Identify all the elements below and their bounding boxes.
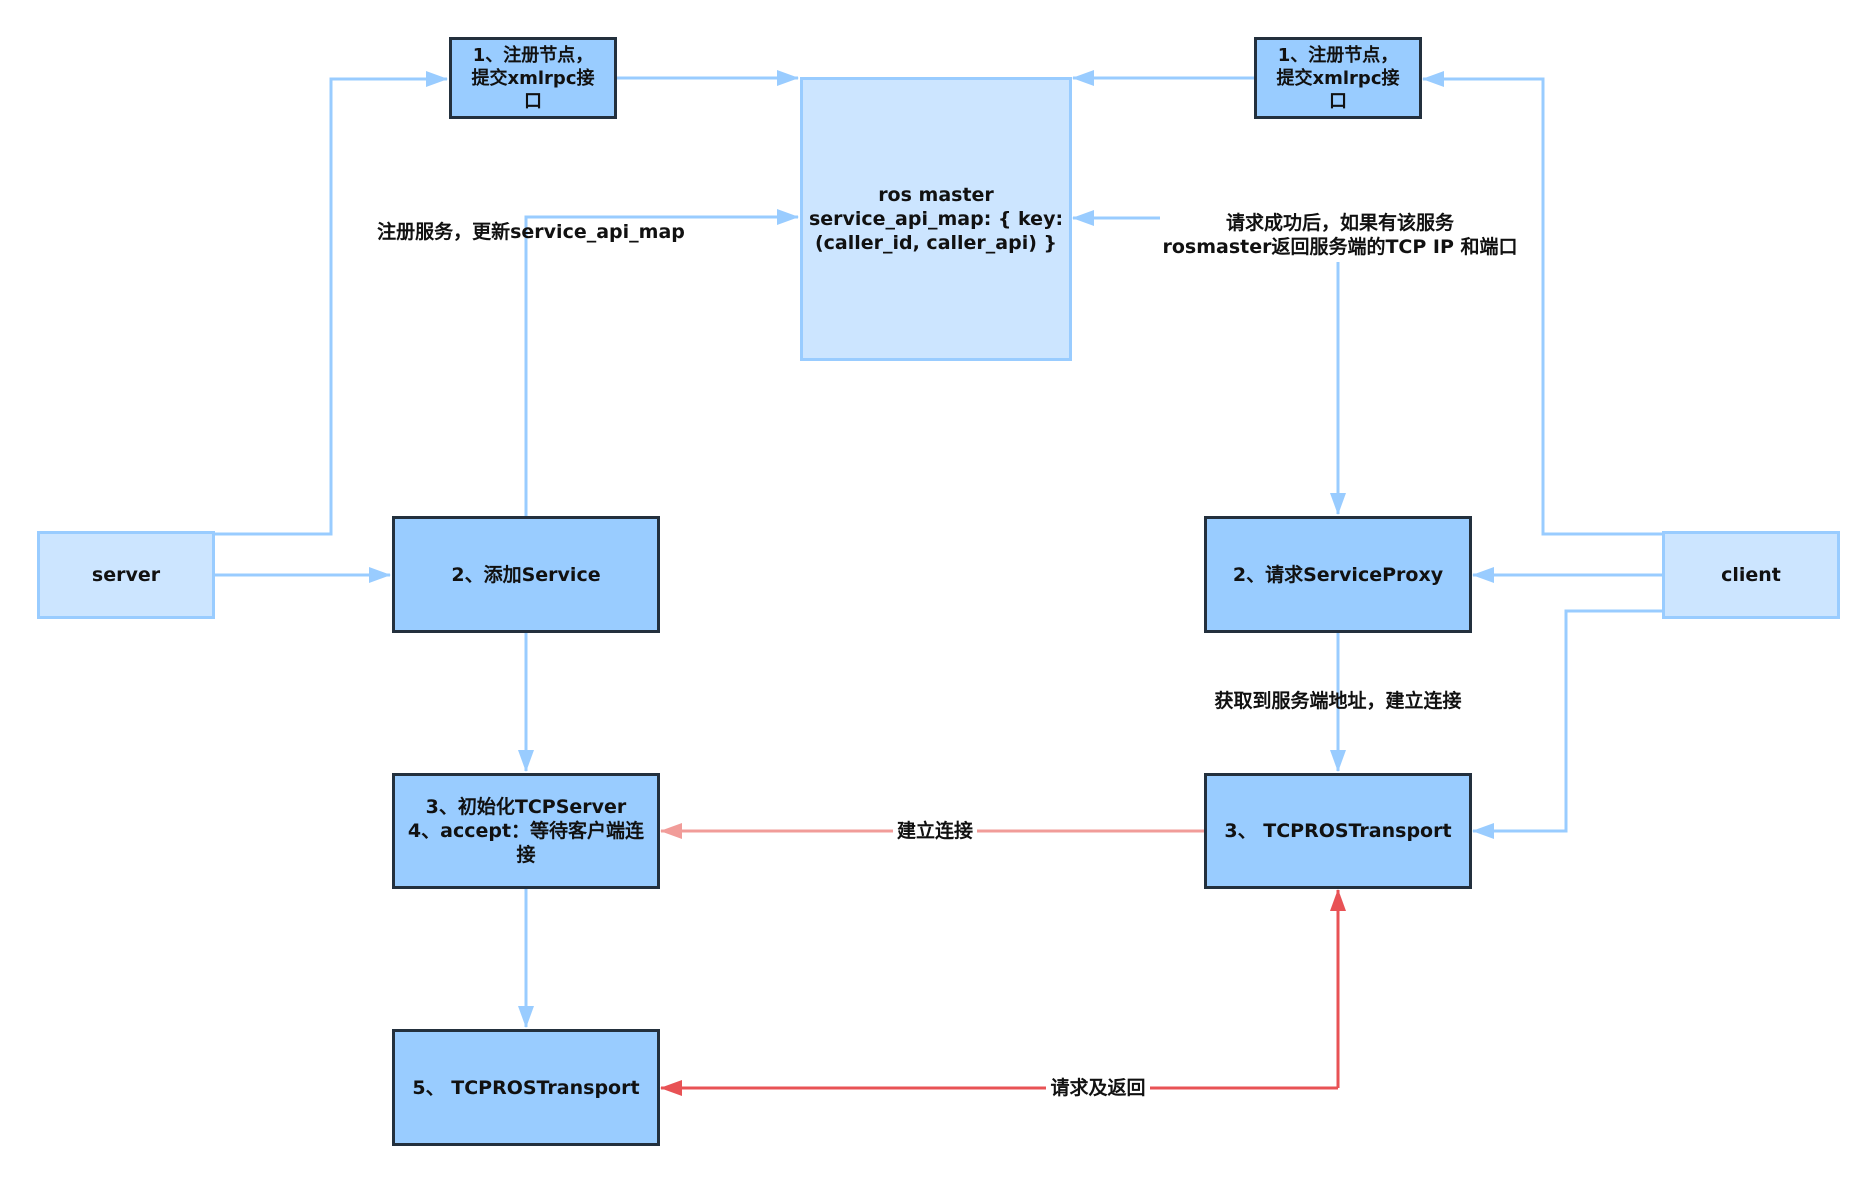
label-lookup-result: 请求成功后，如果有该服务 rosmaster返回服务端的TCP IP 和端口 xyxy=(1160,211,1520,259)
label-got-address: 获取到服务端地址，建立连接 xyxy=(1214,690,1462,712)
add-service-box[interactable]: 2、添加Service xyxy=(392,516,660,633)
client-box[interactable]: client xyxy=(1662,531,1840,619)
client-transport-box[interactable]: 3、 TCPROSTransport xyxy=(1204,773,1472,889)
edge-add-service-to-master xyxy=(524,209,799,516)
edge-client-to-client-transport xyxy=(1472,609,1662,839)
label-register-service: 注册服务，更新service_api_map xyxy=(377,221,685,243)
request-service-proxy-box[interactable]: 2、请求ServiceProxy xyxy=(1204,516,1472,633)
label-establish-connection: 建立连接 xyxy=(893,819,977,843)
register-node-right-box[interactable]: 1、注册节点， 提交xmlrpc接 口 xyxy=(1254,37,1422,119)
server-transport-box[interactable]: 5、 TCPROSTransport xyxy=(392,1029,660,1146)
label-request-and-response: 请求及返回 xyxy=(1046,1076,1150,1100)
edge-client-to-register-right xyxy=(1422,71,1662,536)
server-box[interactable]: server xyxy=(37,531,215,619)
init-tcp-server-box[interactable]: 3、初始化TCPServer 4、accept：等待客户端连 接 xyxy=(392,773,660,889)
ros-master-box[interactable]: ros master service_api_map: { key: (call… xyxy=(800,77,1072,361)
register-node-left-box[interactable]: 1、注册节点， 提交xmlrpc接 口 xyxy=(449,37,617,119)
edge-server-to-register-left xyxy=(214,71,448,536)
